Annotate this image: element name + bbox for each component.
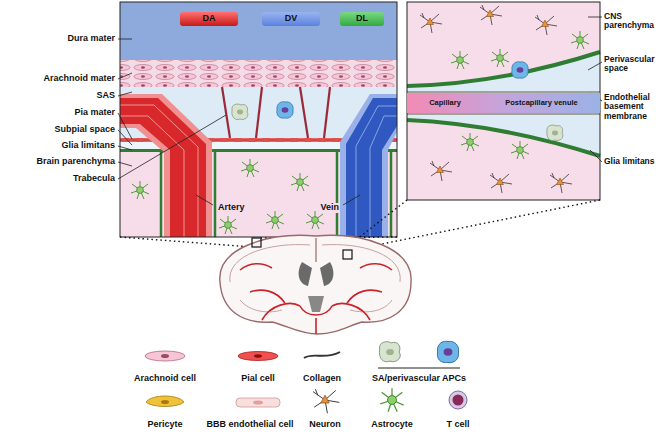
layer-label: Pia mater xyxy=(74,108,115,118)
vessel-name: Vein xyxy=(319,203,340,213)
layer-label: Dura mater xyxy=(67,34,115,44)
layer-label: SAS xyxy=(96,91,115,101)
layer-label: Arachnoid mater xyxy=(43,74,115,84)
region-label: CNS parenchyma xyxy=(604,12,667,31)
layer-label: Brain parenchyma xyxy=(36,157,115,167)
vessel-label: DL xyxy=(356,14,368,24)
legend-label: SA/perivascular APCs xyxy=(372,374,466,384)
region-label: Perivascular space xyxy=(604,55,667,74)
vessel-name: Artery xyxy=(217,203,246,213)
legend-label: Pial cell xyxy=(241,374,275,384)
capillary-vessel: Capillary Postcapillary venule xyxy=(407,93,600,113)
legend-label: T cell xyxy=(446,420,469,430)
vessel-label: Postcapillary venule xyxy=(505,99,578,107)
legend-label: Pericyte xyxy=(147,420,182,430)
structure-label: Endothelial basement membrane xyxy=(604,93,667,121)
vessel-label: DV xyxy=(285,14,298,24)
dural-artery-bar: DA xyxy=(180,12,238,26)
brain-section xyxy=(220,235,411,334)
legend-label: Astrocyte xyxy=(371,420,413,430)
layer-label: Subpial space xyxy=(54,125,115,135)
layer-label: Glia limitans xyxy=(61,141,115,151)
vessel-label: Capillary xyxy=(429,99,461,107)
legend-label: Arachnoid cell xyxy=(134,374,196,384)
structure-label: Trabecula xyxy=(73,174,115,184)
dural-lymphatic-bar: DL xyxy=(340,12,384,26)
dural-vein-bar: DV xyxy=(262,12,320,26)
vessel-label: DA xyxy=(203,14,216,24)
legend-label: BBB endothelial cell xyxy=(206,420,293,430)
legend-label: Neuron xyxy=(309,420,341,430)
structure-label: Glia limitans xyxy=(604,157,655,166)
legend-label: Collagen xyxy=(303,374,341,384)
perivascular-panel xyxy=(407,2,602,200)
meninges-panel xyxy=(118,2,397,237)
